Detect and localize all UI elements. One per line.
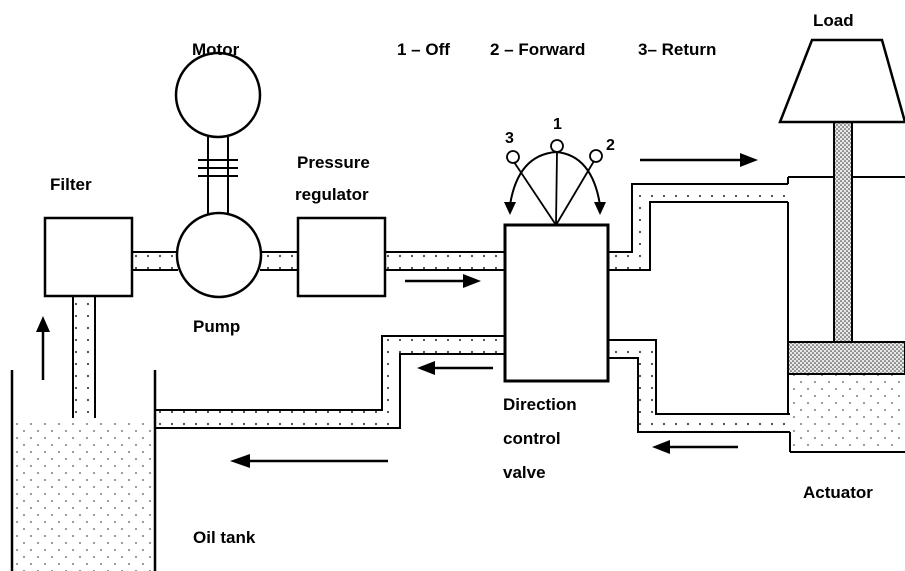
pressure-regulator-label-2: regulator xyxy=(295,185,369,204)
load-label: Load xyxy=(813,11,854,30)
legend-off: 1 – Off xyxy=(397,40,450,59)
motor-label: Motor xyxy=(192,40,240,59)
actuator-fluid xyxy=(790,375,905,452)
arrow-right-actuator xyxy=(640,153,758,167)
oil-tank xyxy=(10,370,157,571)
pressure-regulator xyxy=(296,216,387,298)
valve-selector xyxy=(504,139,606,226)
oil-tank-label: Oil tank xyxy=(193,528,256,547)
motor-pump-shaft xyxy=(198,137,238,214)
load xyxy=(778,38,905,124)
oil-tank-fluid xyxy=(12,418,152,571)
actuator-piston xyxy=(787,341,905,375)
direction-control-valve-label-1: Direction xyxy=(503,395,577,414)
arrow-right-supply xyxy=(405,274,481,288)
pump-label: Pump xyxy=(193,317,240,336)
motor xyxy=(174,51,262,139)
arrow-left-return xyxy=(417,361,493,375)
direction-control-valve xyxy=(503,223,610,383)
piston-rod xyxy=(833,121,853,343)
actuator xyxy=(787,121,905,453)
pressure-regulator-label-1: Pressure xyxy=(297,153,370,172)
valve-position-1-label: 1 xyxy=(553,116,562,133)
valve-position-1-knob xyxy=(550,139,564,153)
flow-arrows xyxy=(36,153,758,468)
direction-control-valve-label-2: control xyxy=(503,429,561,448)
pipes-fluid xyxy=(73,184,790,432)
direction-control-valve-label-3: valve xyxy=(503,463,546,482)
actuator-label: Actuator xyxy=(803,483,873,502)
legend-return: 3– Return xyxy=(638,40,716,59)
valve-position-2-label: 2 xyxy=(606,137,615,154)
valve-position-3-knob xyxy=(506,150,520,164)
pipes-outline xyxy=(72,183,790,433)
pump xyxy=(175,211,263,299)
valve-position-2-knob xyxy=(589,149,603,163)
arrow-up-tank xyxy=(36,316,50,380)
legend-forward: 2 – Forward xyxy=(490,40,585,59)
arrow-left-tank xyxy=(230,454,388,468)
valve-position-3-label: 3 xyxy=(505,130,514,147)
filter-label: Filter xyxy=(50,175,92,194)
arrow-left-actuator xyxy=(652,440,738,454)
filter xyxy=(43,216,134,298)
